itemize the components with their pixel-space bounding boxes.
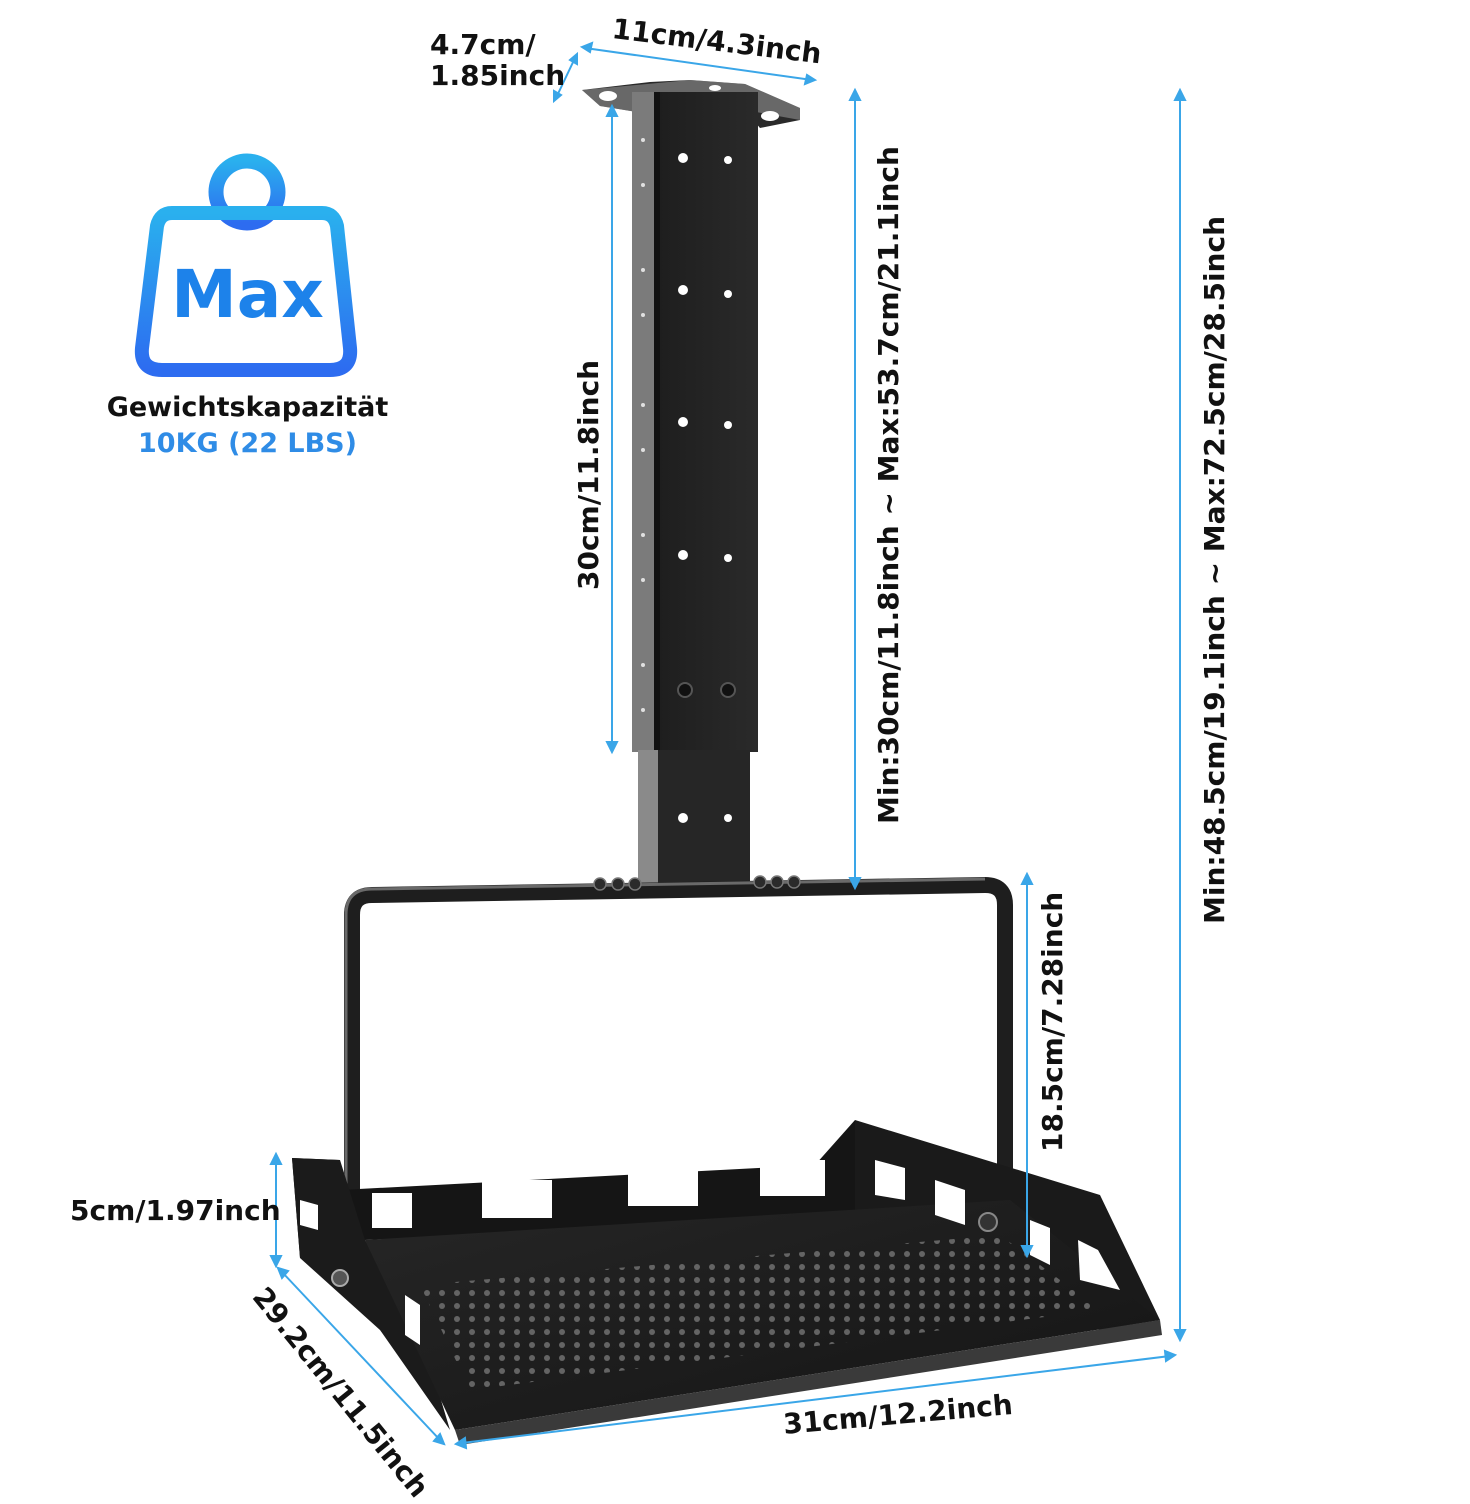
max-label: Max: [171, 256, 324, 333]
top-depth-label: 4.7cm/ 1.85inch: [430, 28, 566, 92]
shelf-illustration: [269, 41, 1187, 1450]
product-dimension-diagram: Max Gewichtskapazität 10KG (22 LBS) 4.7c…: [70, 12, 1231, 1504]
weight-icon: [134, 153, 358, 377]
pole-range-label: Min:30cm/11.8inch ~ Max:53.7cm/21.1inch: [872, 146, 905, 824]
upper-pole-label: 30cm/11.8inch: [572, 359, 605, 590]
frame-bracket: [344, 877, 1013, 1260]
tray-wall-label: 5cm/1.97inch: [70, 1194, 281, 1227]
total-range-label: Min:48.5cm/19.1inch ~ Max:72.5cm/28.5inc…: [1198, 215, 1231, 924]
upper-pole: [632, 92, 758, 752]
capacity-title: Gewichtskapazität: [106, 392, 389, 423]
lower-pole: [638, 750, 750, 885]
frame-height-label: 18.5cm/7.28inch: [1036, 891, 1069, 1152]
capacity-value: 10KG (22 LBS): [138, 428, 357, 459]
dimension-arrows: [269, 41, 1187, 1450]
tray: [292, 1120, 1162, 1445]
frame-bracket-highlight: [344, 877, 986, 1260]
